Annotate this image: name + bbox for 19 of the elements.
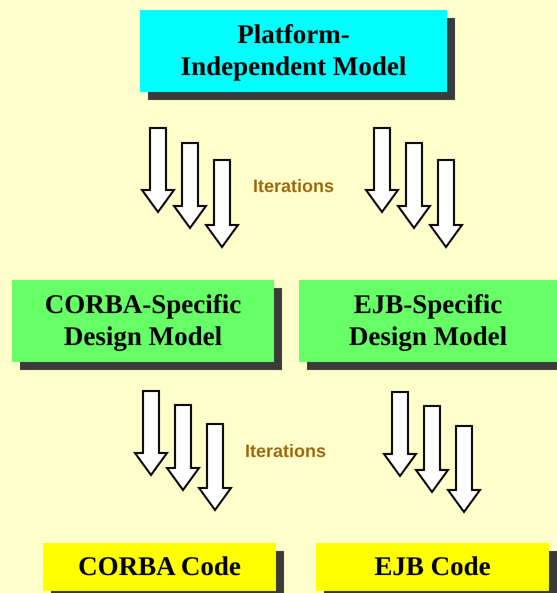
block-arrow [140, 127, 176, 214]
block-arrow [172, 142, 208, 230]
model-box: EJB-Specific Design Model [299, 280, 557, 362]
block-arrow [396, 142, 432, 230]
model-box: CORBA Code [43, 543, 276, 591]
model-box: CORBA-Specific Design Model [12, 280, 274, 362]
block-arrow [428, 159, 464, 249]
block-arrow [414, 405, 450, 494]
block-arrow [382, 391, 418, 478]
iteration-label: Iterations [245, 441, 326, 462]
block-arrow [204, 159, 240, 249]
iteration-label: Iterations [253, 176, 334, 197]
block-arrow [133, 390, 169, 477]
block-arrow [364, 127, 400, 214]
block-arrow [446, 425, 482, 514]
block-arrow [165, 404, 201, 492]
model-box: EJB Code [316, 543, 549, 591]
block-arrow [197, 423, 233, 512]
model-box: Platform- Independent Model [140, 10, 447, 92]
